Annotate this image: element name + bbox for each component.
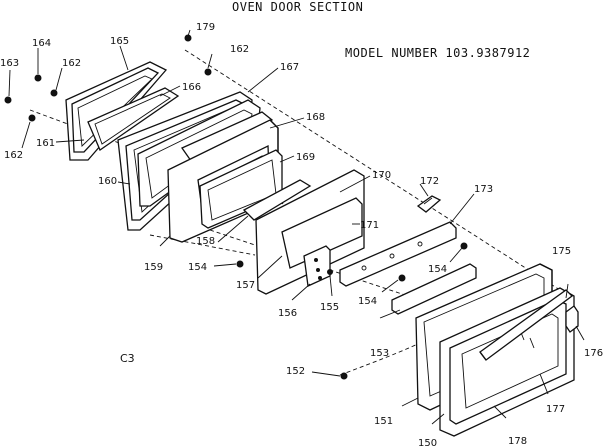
sheet-code: C3 bbox=[120, 352, 135, 365]
label-152: 152 bbox=[286, 366, 305, 377]
part-156-latch-bracket bbox=[303, 245, 331, 287]
part-172-clip bbox=[416, 195, 442, 213]
label-179: 179 bbox=[196, 22, 215, 33]
label-162b: 162 bbox=[4, 150, 23, 161]
label-157: 157 bbox=[236, 280, 255, 291]
screw-154c-icon bbox=[398, 274, 406, 282]
label-160: 160 bbox=[98, 176, 117, 187]
screw-164-icon bbox=[34, 74, 42, 82]
screw-154b-icon bbox=[460, 242, 468, 250]
screw-162-icon bbox=[50, 89, 58, 97]
label-159: 159 bbox=[144, 262, 163, 273]
screw-162b-icon bbox=[28, 114, 36, 122]
label-154b: 154 bbox=[428, 264, 447, 275]
label-164: 164 bbox=[32, 38, 51, 49]
part-173-hinge-strip bbox=[339, 221, 457, 287]
label-154a: 154 bbox=[188, 262, 207, 273]
screw-152-icon bbox=[340, 372, 348, 380]
label-175: 175 bbox=[552, 246, 571, 257]
label-163: 163 bbox=[0, 58, 19, 69]
label-162a: 162 bbox=[62, 58, 81, 69]
part-158-insulation-pad bbox=[242, 179, 312, 221]
label-153: 153 bbox=[370, 348, 389, 359]
fasteners bbox=[4, 34, 468, 380]
label-169: 169 bbox=[296, 152, 315, 163]
label-150: 150 bbox=[418, 438, 437, 448]
part-166-glass-panel bbox=[87, 87, 180, 151]
leader-lines bbox=[8, 29, 585, 425]
screw-163-icon bbox=[4, 96, 12, 104]
label-178: 178 bbox=[508, 436, 527, 447]
label-167: 167 bbox=[280, 62, 299, 73]
label-156: 156 bbox=[278, 308, 297, 319]
part-176-handle-end bbox=[565, 305, 579, 333]
label-154c: 154 bbox=[358, 296, 377, 307]
part-number-labels: 164 162 163 162 161 179 162 165 166 167 … bbox=[0, 22, 603, 448]
label-171: 171 bbox=[360, 220, 379, 231]
label-155: 155 bbox=[320, 302, 339, 313]
label-168: 168 bbox=[306, 112, 325, 123]
label-161: 161 bbox=[36, 138, 55, 149]
diagram-title: OVEN DOOR SECTION bbox=[232, 0, 364, 14]
label-177: 177 bbox=[546, 404, 565, 415]
label-166: 166 bbox=[182, 82, 201, 93]
label-165: 165 bbox=[110, 36, 129, 47]
label-173: 173 bbox=[474, 184, 493, 195]
part-171-inner-sheet bbox=[281, 197, 363, 269]
part-175-door-handle bbox=[479, 289, 573, 361]
screw-162c-icon bbox=[204, 68, 212, 76]
label-151: 151 bbox=[374, 416, 393, 427]
label-176: 176 bbox=[584, 348, 603, 359]
screw-154-icon bbox=[236, 260, 244, 268]
label-162c: 162 bbox=[230, 44, 249, 55]
part-153-bottom-trim bbox=[391, 263, 477, 315]
screw-155-icon bbox=[327, 269, 333, 275]
label-172: 172 bbox=[420, 176, 439, 187]
label-158: 158 bbox=[196, 236, 215, 247]
label-170: 170 bbox=[372, 170, 391, 181]
model-number: MODEL NUMBER 103.9387912 bbox=[345, 46, 531, 60]
